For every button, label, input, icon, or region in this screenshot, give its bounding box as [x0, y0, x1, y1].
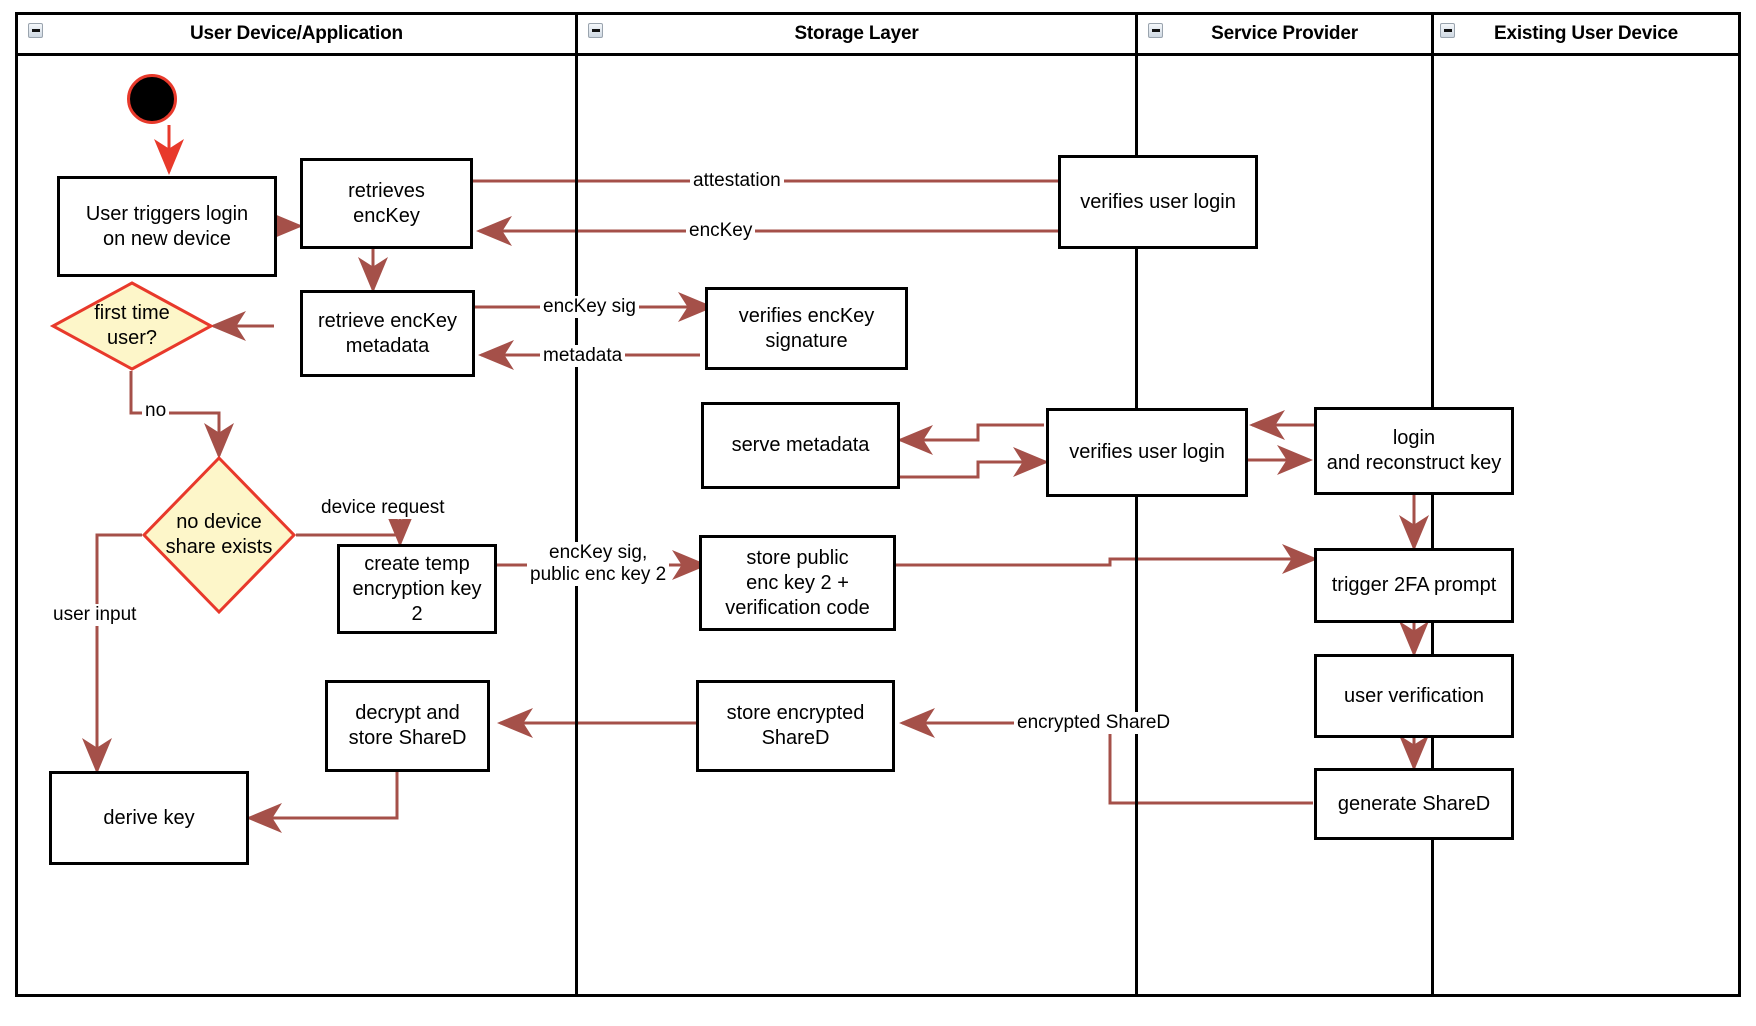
edge-label-enckey: encKey	[686, 220, 756, 242]
activity-verifies-user-login-2[interactable]: verifies user login	[1046, 408, 1248, 497]
lane-body-storage	[578, 56, 1138, 994]
lane-header-service[interactable]: Service Provider	[1138, 15, 1434, 56]
collapse-minus-icon[interactable]	[28, 23, 43, 38]
edge-label-encrypted-shared: encrypted ShareD	[1014, 712, 1174, 734]
activity-label: verifies user login	[1069, 441, 1225, 463]
lane-title-existing-device: Existing User Device	[1494, 23, 1678, 44]
edge-d4-to-b4	[902, 721, 1313, 805]
lane-header-existing-device[interactable]: Existing User Device	[1434, 15, 1738, 56]
activity-label: generate ShareD	[1337, 792, 1491, 815]
activity-verifies-user-login-1[interactable]: verifies user login	[1058, 155, 1258, 249]
lane-header-user-device[interactable]: User Device/Application	[18, 15, 578, 56]
edge-label-no: no	[142, 400, 170, 422]
activity-label: derive key	[103, 806, 195, 829]
lane-title-service: Service Provider	[1211, 23, 1358, 44]
collapse-minus-icon[interactable]	[588, 23, 603, 38]
lane-header-storage[interactable]: Storage Layer	[578, 15, 1138, 56]
lane-body-service	[1138, 56, 1434, 994]
edge-label-device-request: device request	[318, 497, 448, 519]
lane-body-existing-device	[1434, 56, 1738, 994]
activity-trigger-2fa-prompt[interactable]: trigger 2FA prompt	[1314, 548, 1514, 623]
activity-derive-key[interactable]: derive key	[49, 771, 249, 865]
lane-title-user-device: User Device/Application	[190, 23, 403, 44]
activity-label: verifies user login	[1080, 190, 1236, 213]
collapse-minus-icon[interactable]	[1148, 23, 1163, 38]
edge-label-user-input: user input	[50, 604, 140, 626]
activity-label: trigger 2FA prompt	[1331, 574, 1497, 596]
edge-dec1-to-dec2-no	[129, 371, 234, 459]
activity-user-verification[interactable]: user verification	[1314, 654, 1514, 738]
edge-b3-to-d2	[896, 557, 1310, 567]
activity-generate-shared[interactable]: generate ShareD	[1314, 768, 1514, 840]
lane-body-user-device	[18, 56, 578, 994]
edge-label-metadata: metadata	[540, 345, 626, 367]
collapse-minus-icon[interactable]	[1440, 23, 1455, 38]
activity-label: serve metadata	[731, 434, 870, 456]
start-node	[127, 74, 177, 124]
edge-a5-to-a6	[310, 772, 399, 820]
activity-label: user verification	[1343, 684, 1485, 707]
edge-label-enckey-sig: encKey sig	[540, 296, 639, 318]
lane-title-storage: Storage Layer	[794, 23, 919, 44]
swimlane-frame	[15, 12, 1741, 997]
edge-label-enckey-sig-public-enc-key-2: encKey sig,public enc key 2	[527, 542, 670, 586]
activity-serve-metadata[interactable]: serve metadata	[701, 402, 900, 489]
edge-dec2-to-a6-userinput	[95, 533, 142, 765]
edge-label-attestation: attestation	[690, 170, 784, 192]
